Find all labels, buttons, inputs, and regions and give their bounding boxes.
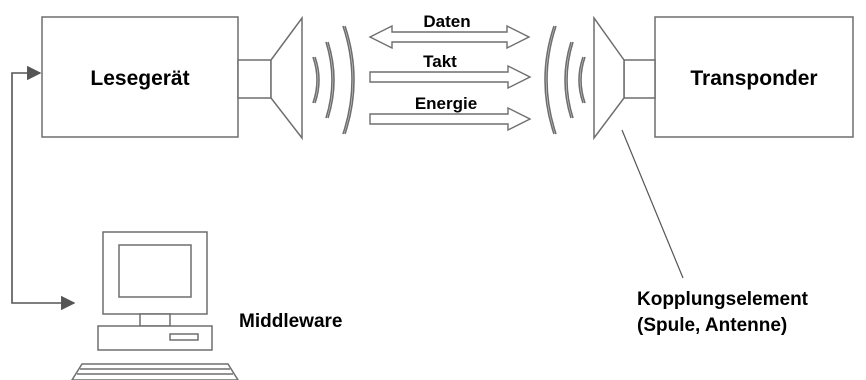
middleware-label: Middleware [239, 311, 342, 332]
reader-antenna [237, 15, 303, 141]
clock-label: Takt [423, 52, 457, 71]
reader-label: Lesegerät [90, 67, 189, 90]
coupling-label-line2: (Spule, Antenne) [637, 315, 787, 336]
reader-middleware-connector [11, 65, 76, 311]
transponder-antenna [593, 15, 656, 141]
data-label: Daten [423, 12, 470, 31]
transponder-box [654, 16, 854, 138]
middleware-computer [71, 231, 239, 380]
reader-wave-arcs [312, 25, 355, 135]
clock-arrow [369, 64, 532, 90]
data-arrow [368, 24, 531, 50]
coupling-pointer-line [621, 129, 684, 279]
coupling-label-line1: Kopplungselement [637, 289, 809, 310]
transponder-label: Transponder [690, 67, 817, 90]
energy-label: Energie [415, 94, 477, 113]
energy-arrow [369, 106, 532, 132]
transponder-wave-arcs [544, 25, 586, 135]
